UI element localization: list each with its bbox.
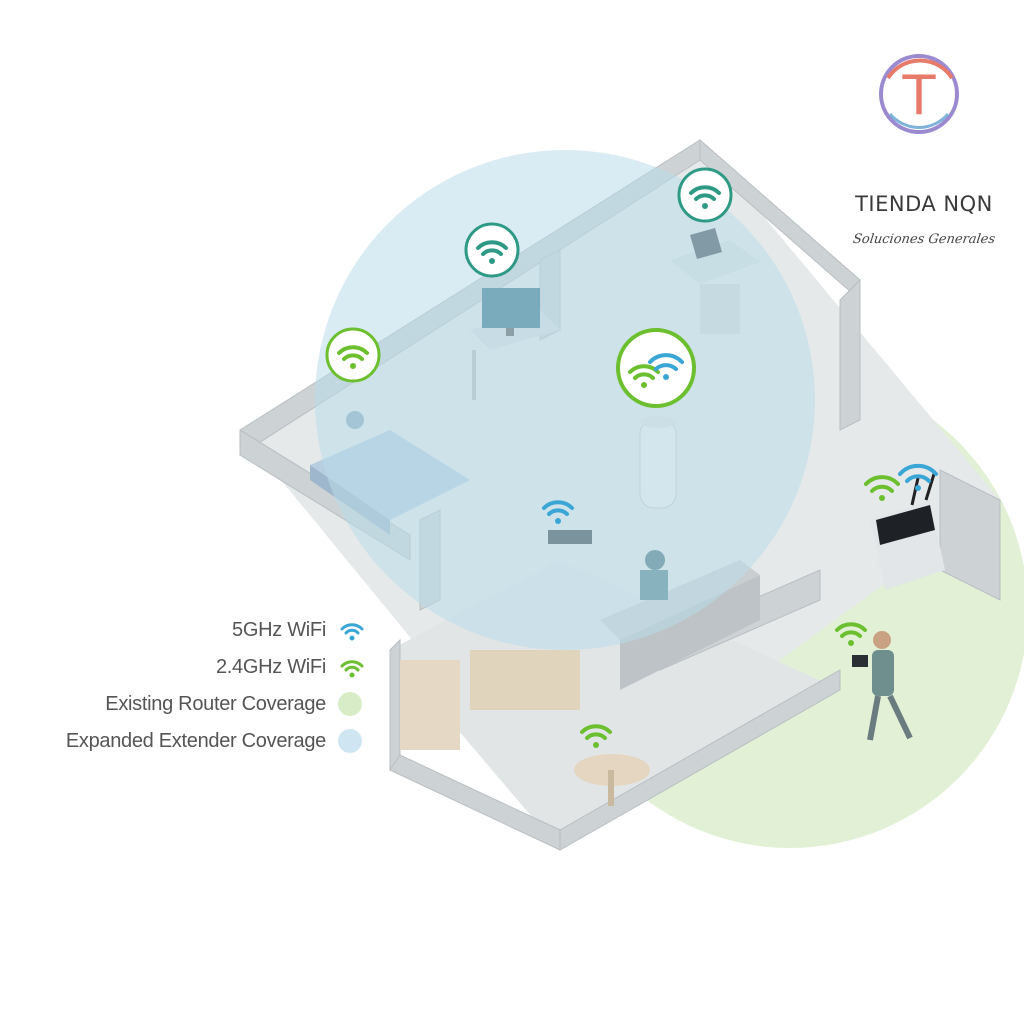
extender-coverage-swatch — [338, 729, 362, 753]
router-coverage-swatch — [338, 692, 362, 716]
extender-coverage-area — [315, 150, 815, 650]
wifi-icon — [340, 660, 364, 678]
wifi-icon — [835, 622, 867, 646]
router-device — [870, 473, 945, 590]
brand-monogram-icon: T — [879, 54, 959, 134]
dual-band-wifi-icon — [616, 328, 696, 408]
wifi-symbols — [542, 463, 938, 748]
legend-item-5ghz: 5GHz WiFi — [20, 612, 372, 649]
legend-item-extender-coverage: Expanded Extender Coverage — [20, 723, 372, 760]
legend-label: 5GHz WiFi — [232, 619, 326, 641]
wifi-icon — [677, 167, 733, 223]
person-with-tablet — [852, 631, 913, 741]
wifi-icon — [864, 475, 900, 501]
wifi-icon — [580, 724, 612, 748]
kitchen — [400, 650, 650, 806]
legend-item-24ghz: 2.4GHz WiFi — [20, 649, 372, 686]
legend: 5GHz WiFi 2.4GHz WiFi Existing Router Co… — [20, 612, 372, 760]
svg-text:T: T — [902, 64, 937, 127]
legend-label: Expanded Extender Coverage — [65, 730, 326, 752]
wifi-icon — [340, 623, 364, 641]
wifi-badges — [325, 167, 733, 408]
legend-label: Existing Router Coverage — [105, 693, 326, 715]
wifi-icon — [325, 327, 381, 383]
legend-label: 2.4GHz WiFi — [215, 656, 326, 678]
wifi-icon — [464, 222, 520, 278]
legend-item-router-coverage: Existing Router Coverage — [20, 686, 372, 723]
brand-name: TIENDA NQN — [855, 192, 993, 216]
brand-logo: T TIENDA NQN Soluciones Generales — [836, 48, 1012, 247]
wifi-icon — [542, 500, 574, 524]
wifi-icon — [898, 463, 938, 491]
brand-tagline: Soluciones Generales — [851, 232, 997, 247]
